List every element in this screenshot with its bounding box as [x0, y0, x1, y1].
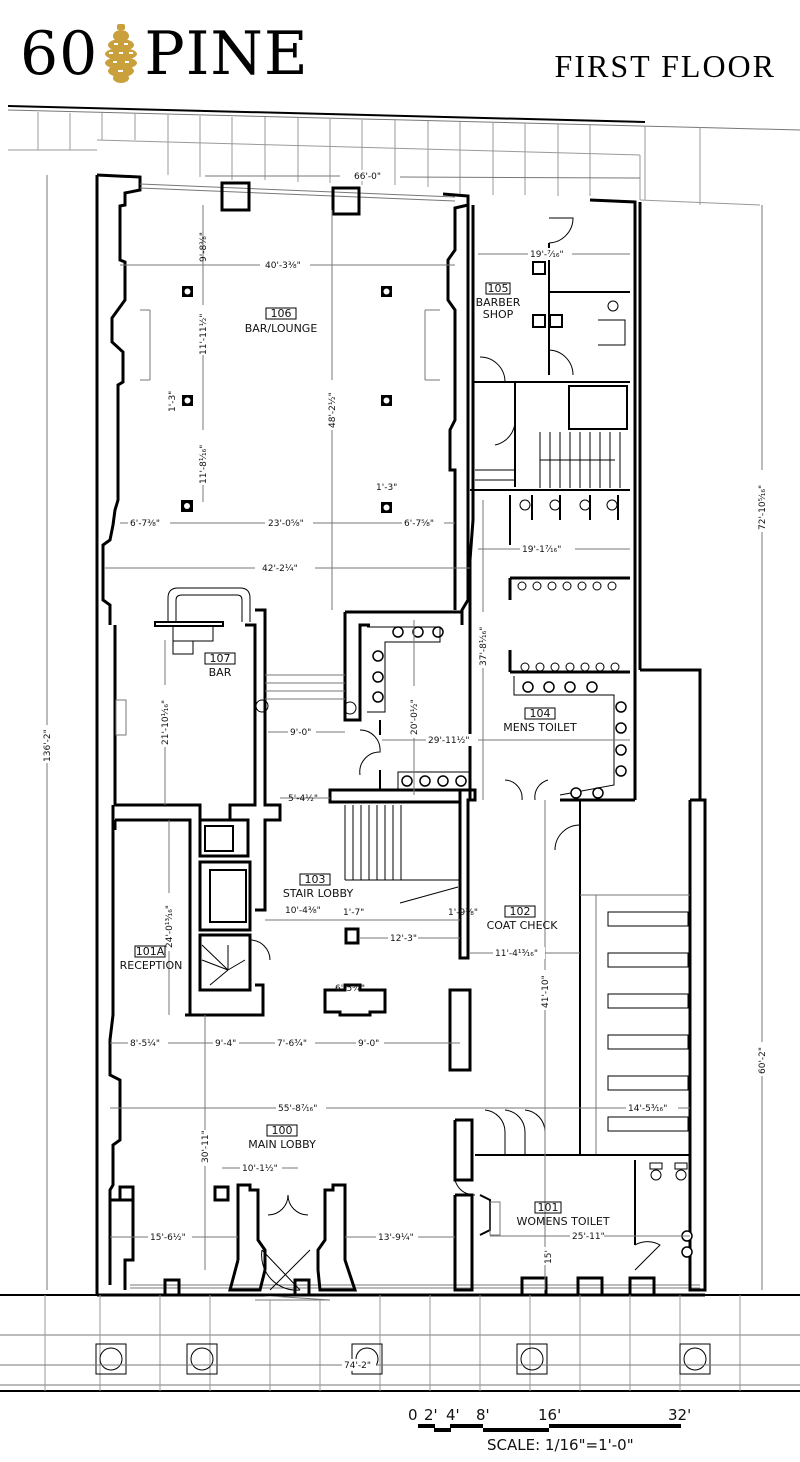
dim-label: 30'-11": [201, 1130, 211, 1163]
dim-label: 23'-0⅝": [268, 519, 304, 529]
dim-label: 25'-11": [572, 1232, 605, 1242]
dim-label: 5'-4½": [288, 794, 318, 804]
tree-planters: [95, 1343, 711, 1375]
room-name: BAR/LOUNGE: [245, 322, 318, 335]
dim-label: 11'-8¹⁄₁₆": [199, 445, 209, 484]
room-number: 105: [488, 282, 509, 295]
dim-label: 42'-2¼": [262, 564, 298, 574]
dim-label: 9'-8⅜": [199, 232, 209, 262]
dim-label: 6'-7⅝": [404, 519, 434, 529]
dim-label: 1'-9⅜": [448, 908, 478, 918]
top-sidewalk: [7, 105, 800, 206]
dim-label: 19'-⁷⁄₁₆": [530, 250, 564, 260]
floor-title: FIRST FLOOR: [554, 48, 776, 84]
room-name: MAIN LOBBY: [248, 1138, 316, 1151]
dim-label: 15'-6½": [150, 1233, 186, 1243]
room-number: 104: [530, 707, 551, 720]
dim-label: 11'-11½": [199, 314, 209, 356]
room-number: 103: [305, 873, 326, 886]
room-name: MENS TOILET: [503, 721, 577, 734]
dim-label: 6'-7⅜": [130, 519, 160, 529]
room-name: RECEPTION: [120, 959, 183, 972]
scale-tick: 0: [408, 1406, 418, 1424]
room-name: COAT CHECK: [487, 919, 559, 932]
dim-label: 1'-3": [376, 483, 397, 493]
dim-label: 136'-2": [43, 729, 53, 762]
dim-label: 40'-3⅜": [265, 261, 301, 271]
room-103-stair-lobby: 103 STAIR LOBBY: [283, 873, 354, 900]
dim-label: 10'-1½": [242, 1164, 278, 1174]
room-name: STAIR LOBBY: [283, 887, 354, 900]
dim-label: 74'-2": [344, 1361, 371, 1371]
dim-label: 37'-8¹⁄₁₆": [479, 627, 489, 666]
room-number: 101A: [136, 945, 165, 958]
dim-label: 20'-0½": [410, 699, 420, 735]
room-105-barber-shop: 105 BARBER SHOP: [476, 282, 521, 321]
mens-toilet-fixtures: [343, 495, 635, 802]
dim-label: 41'-10": [541, 975, 551, 1008]
room-labels: 106 BAR/LOUNGE 105 BARBER SHOP 107 BAR 1…: [120, 282, 610, 1228]
pinecone-icon: [105, 24, 138, 83]
dim-label: 1'-3": [168, 391, 178, 412]
room-number: 106: [271, 307, 292, 320]
room-104-mens-toilet: 104 MENS TOILET: [503, 707, 577, 734]
dim-label: 15': [544, 1250, 554, 1264]
dim-label: 7'-6¾": [277, 1039, 307, 1049]
dim-label: 10'-4⅜": [285, 906, 321, 916]
room-102-coat-check: 102 COAT CHECK: [487, 905, 559, 932]
dim-label: 1'-7": [343, 908, 364, 918]
dim-label: 9'-0": [290, 728, 311, 738]
room-101a-reception: 101A RECEPTION: [120, 945, 183, 972]
bottom-sidewalk: [0, 1294, 800, 1392]
scale-tick: 4': [446, 1406, 460, 1424]
dim-label: 13'-9¼": [378, 1233, 414, 1243]
dim-label: 9'-0": [358, 1039, 379, 1049]
room-name: BARBER: [476, 296, 521, 309]
dim-label: 8'-5¼": [130, 1039, 160, 1049]
scale-label: SCALE: 1/16"=1'-0": [487, 1436, 634, 1454]
dim-label: 14'-5³⁄₁₆": [628, 1104, 667, 1114]
scale-tick: 32': [668, 1406, 691, 1424]
dim-label: 72'-10⁵⁄₁₆": [758, 485, 768, 530]
dim-label: 6'-5¾": [335, 984, 365, 994]
room-number: 107: [210, 652, 231, 665]
logo-number: 60: [20, 19, 99, 89]
dim-label: 12'-3": [390, 934, 417, 944]
room-name: BAR: [209, 666, 232, 679]
room-name-line-2: SHOP: [483, 308, 514, 321]
room-number: 102: [510, 905, 531, 918]
scale-tick: 2': [424, 1406, 438, 1424]
scale-bar: 0 2' 4' 8' 16' 32' SCALE: 1/16"=1'-0": [408, 1406, 691, 1454]
dim-label: 60'-2": [758, 1047, 768, 1074]
dim-label: 9'-4": [215, 1039, 236, 1049]
scale-tick: 8': [476, 1406, 490, 1424]
logo: 60 PINE: [20, 22, 309, 86]
dim-label: 24'-0¹³⁄₁₆": [165, 905, 175, 948]
scale-tick: 16': [538, 1406, 561, 1424]
room-107-bar: 107 BAR: [204, 652, 236, 679]
dimension-labels: 66'-0" 9'-8⅜" 40'-3⅜" 11'-11½" 1'-3" 48'…: [41, 170, 768, 1371]
dim-label: 66'-0": [354, 172, 381, 182]
room-100-main-lobby: 100 MAIN LOBBY: [248, 1124, 316, 1151]
barber-shop-walls: [470, 217, 630, 491]
room-101-womens-toilet: 101 WOMENS TOILET: [516, 1201, 609, 1228]
room-number: 100: [272, 1124, 293, 1137]
room-106-bar-lounge: 106 BAR/LOUNGE: [245, 307, 318, 335]
main-entrance: [110, 1183, 656, 1301]
dim-label: 19'-1⁷⁄₁₆": [522, 545, 561, 555]
dim-label: 21'-10¹⁄₁₆": [161, 700, 171, 745]
logo-word: PINE: [144, 19, 309, 89]
room-name: WOMENS TOILET: [516, 1215, 609, 1228]
dim-label: 29'-11½": [428, 736, 470, 746]
room-number: 101: [538, 1201, 559, 1214]
interior-walls: [113, 587, 477, 1072]
dim-label: 48'-2½": [328, 392, 338, 428]
dim-label: 11'-4¹³⁄₁₆": [495, 949, 538, 959]
dim-label: 55'-8⁷⁄₁₆": [278, 1104, 317, 1114]
columns: [181, 286, 392, 513]
